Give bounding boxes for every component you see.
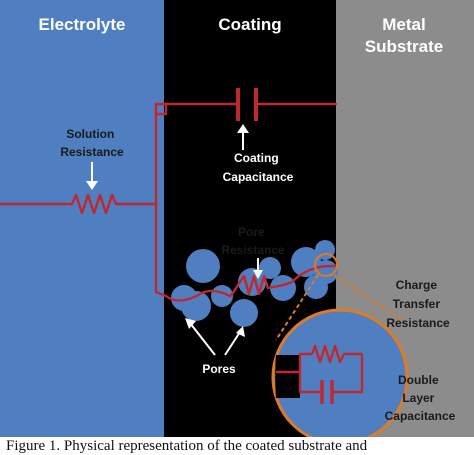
zoom-callout bbox=[271, 253, 409, 437]
coating-title: Coating bbox=[218, 15, 281, 34]
coating-capacitance-label: Coating Capacitance bbox=[223, 151, 294, 184]
zoom-source-ring bbox=[314, 253, 338, 277]
substrate-title: Substrate bbox=[365, 37, 443, 56]
solution-resistor bbox=[0, 193, 158, 215]
inner-lower-branch bbox=[298, 354, 364, 394]
double-layer-capacitor bbox=[320, 380, 334, 404]
pores-label: Pores bbox=[202, 362, 236, 376]
pore-resistance-label: Pore Resistance bbox=[221, 225, 285, 257]
vertical-bus bbox=[154, 102, 168, 298]
circuit bbox=[0, 102, 338, 302]
electrolyte-region bbox=[0, 0, 164, 437]
figure-caption: Figure 1. Physical representation of the… bbox=[0, 437, 474, 455]
electrolyte-title: Electrolyte bbox=[39, 15, 126, 34]
inner-feed bbox=[276, 352, 312, 374]
zoom-circle bbox=[271, 308, 409, 437]
double-layer-label: Double Layer Capacitance bbox=[385, 373, 456, 423]
pores-arrow-right bbox=[224, 331, 241, 356]
solution-resistance-label: Solution Resistance bbox=[60, 127, 124, 159]
coating-capacitor bbox=[236, 88, 258, 121]
metal-title: Metal bbox=[382, 15, 425, 34]
pores-arrow-left bbox=[189, 322, 216, 356]
charge-transfer-resistor bbox=[310, 344, 362, 364]
charge-transfer-label: Charge Transfer Resistance bbox=[386, 278, 450, 330]
